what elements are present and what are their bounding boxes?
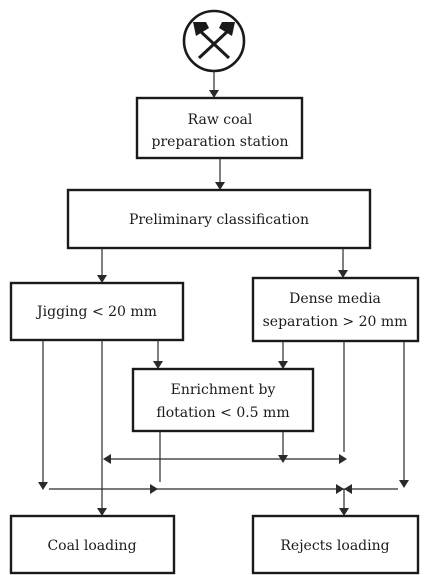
coal-loading-label: Coal loading [47, 538, 136, 554]
jigging-label: Jigging < 20 mm [35, 304, 157, 320]
dense-media-label-1: Dense media [289, 291, 381, 307]
arrowheads [38, 90, 409, 516]
dense-media-label-2: separation > 20 mm [263, 314, 408, 330]
crossed-hammers-icon [182, 9, 246, 73]
raw-coal-label-1: Raw coal [188, 112, 253, 128]
coal-loading-box [9, 514, 176, 575]
flotation-label-2: flotation < 0.5 mm [156, 405, 289, 421]
preliminary-classification-box [66, 188, 372, 250]
rejects-loading-label: Rejects loading [280, 538, 389, 554]
flotation-label-1: Enrichment by [171, 382, 276, 398]
raw-coal-label-2: preparation station [152, 134, 289, 150]
rejects-loading-box [251, 514, 420, 575]
raw-coal-box [135, 96, 304, 160]
preliminary-classification-label: Preliminary classification [129, 212, 309, 228]
dense-media-box [251, 276, 420, 343]
flotation-box [131, 367, 315, 433]
jigging-box [9, 281, 185, 342]
